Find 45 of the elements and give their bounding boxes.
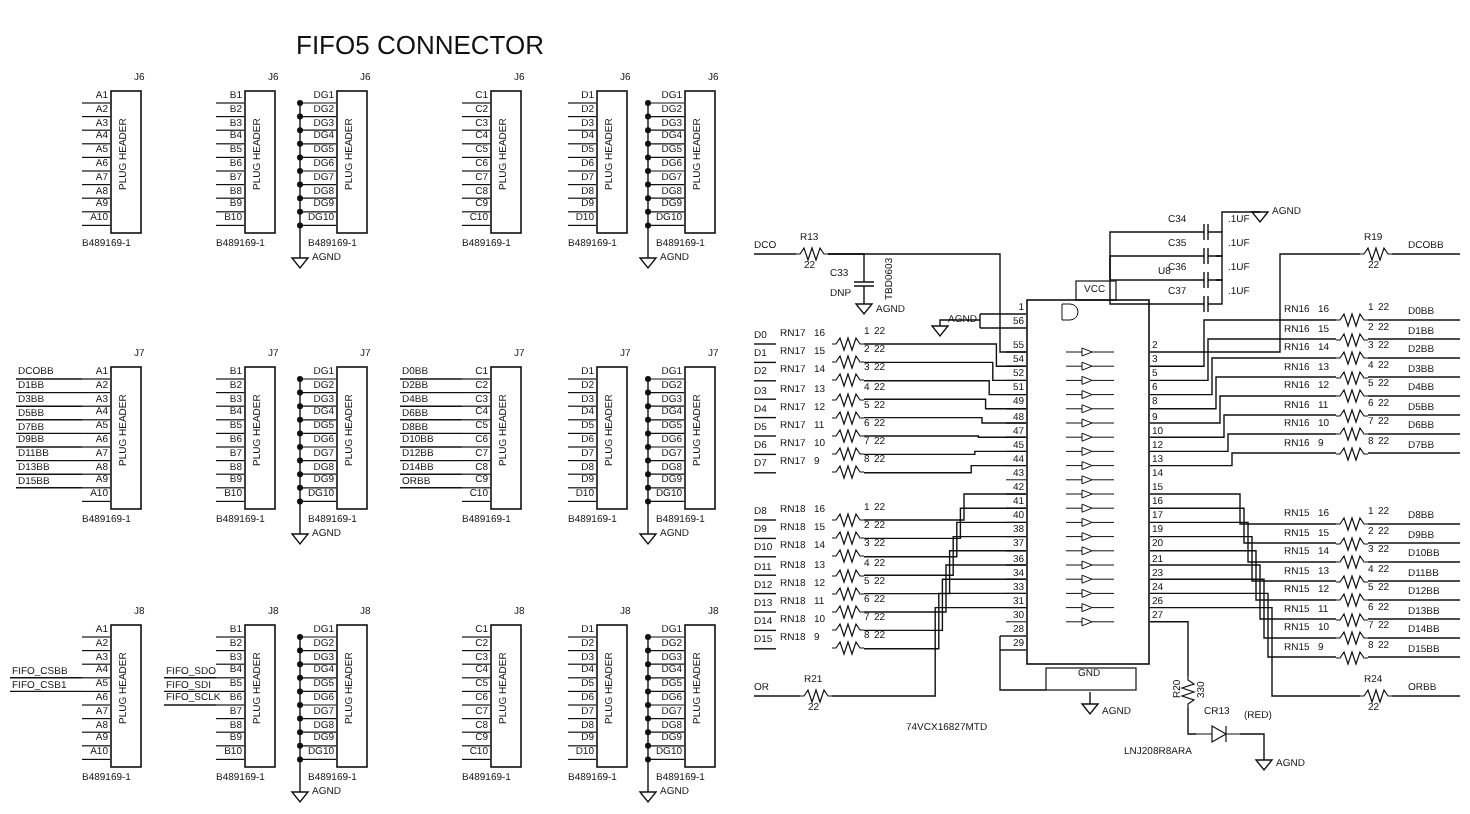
wire — [1149, 452, 1337, 467]
wire — [1215, 255, 1223, 281]
wire — [827, 253, 865, 273]
diagram-title: FIFO5 CONNECTOR — [296, 32, 544, 58]
wire — [863, 564, 1027, 613]
wire — [1149, 606, 1361, 697]
wire — [863, 521, 1027, 558]
wire — [1149, 550, 1337, 601]
wire — [1109, 279, 1197, 305]
wire — [1187, 707, 1197, 735]
wire — [1149, 493, 1337, 525]
wire — [863, 380, 1027, 396]
wire — [863, 435, 1027, 438]
wire — [831, 606, 1027, 697]
wire — [1149, 253, 1361, 353]
wire — [863, 343, 1027, 367]
wire — [1149, 592, 1337, 658]
wire — [1109, 279, 1197, 281]
wire — [1149, 338, 1337, 382]
wire — [863, 464, 1027, 474]
wire — [1149, 319, 1337, 367]
wire — [863, 361, 1027, 382]
wire — [1149, 621, 1189, 677]
wire — [1149, 414, 1337, 438]
wire — [863, 578, 1027, 632]
wire — [1149, 357, 1337, 396]
wire — [1149, 433, 1337, 453]
wire — [1149, 564, 1337, 620]
wire — [863, 592, 1027, 650]
wire — [863, 416, 1027, 424]
wire — [863, 507, 1027, 540]
wire — [863, 535, 1027, 576]
wire — [1215, 279, 1223, 305]
wire — [1149, 507, 1337, 544]
wire — [1109, 255, 1197, 281]
wire — [1215, 231, 1223, 257]
wire — [1149, 535, 1337, 582]
wire — [1149, 395, 1337, 424]
wire — [1149, 578, 1337, 639]
wire — [863, 493, 1027, 521]
wire — [1149, 521, 1337, 563]
wire — [863, 398, 1027, 410]
wire — [1149, 376, 1337, 410]
wire — [863, 550, 1027, 595]
wire — [863, 450, 1027, 456]
